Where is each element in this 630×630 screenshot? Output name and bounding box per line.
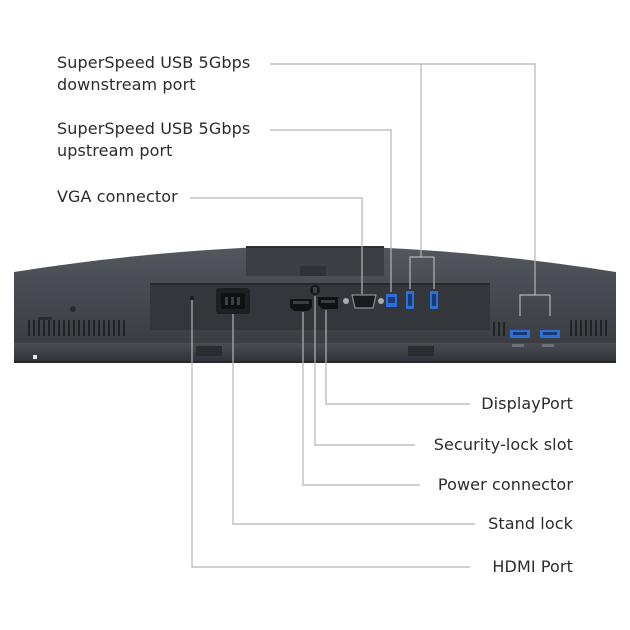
usb-downstream-port-rear	[406, 291, 438, 309]
logo-mark	[70, 306, 76, 312]
label-stand-lock: Stand lock	[488, 514, 573, 533]
vga-port	[343, 294, 384, 309]
label-usb-downstream-line1: SuperSpeed USB 5Gbps	[57, 53, 251, 72]
stand-lock-point	[190, 296, 194, 300]
label-usb-upstream: SuperSpeed USB 5Gbps upstream port	[57, 118, 250, 162]
displayport-port	[318, 297, 338, 309]
security-lock-slot	[310, 285, 320, 295]
power-connector-port	[216, 288, 250, 314]
label-vga: VGA connector	[57, 187, 178, 206]
leader-power	[302, 312, 420, 486]
label-displayport: DisplayPort	[481, 394, 573, 413]
left-vent	[28, 320, 125, 336]
label-hdmi: HDMI Port	[492, 557, 573, 576]
label-usb-upstream-line1: SuperSpeed USB 5Gbps	[57, 119, 251, 138]
label-usb-downstream: SuperSpeed USB 5Gbps downstream port	[57, 52, 250, 96]
label-power-connector: Power connector	[437, 475, 573, 494]
bumper-left	[196, 346, 222, 356]
right-vent	[570, 320, 607, 336]
usb-downstream-port-side	[510, 330, 560, 347]
leader-hdmi	[191, 300, 470, 568]
leader-stand-lock	[232, 314, 475, 525]
power-led	[33, 355, 37, 359]
leader-lines	[190, 63, 551, 568]
leader-security-lock	[314, 296, 415, 446]
leader-usb-upstream	[270, 129, 392, 292]
leader-displayport	[325, 310, 470, 405]
right-vent-inner	[493, 322, 505, 336]
leader-vga	[190, 197, 363, 294]
label-usb-downstream-line2: downstream port	[57, 75, 196, 94]
label-security-lock: Security-lock slot	[433, 435, 573, 454]
bumper-right	[408, 346, 434, 356]
hdmi-port	[290, 299, 312, 311]
label-usb-upstream-line2: upstream port	[57, 141, 173, 160]
usb-upstream-port	[386, 294, 397, 307]
